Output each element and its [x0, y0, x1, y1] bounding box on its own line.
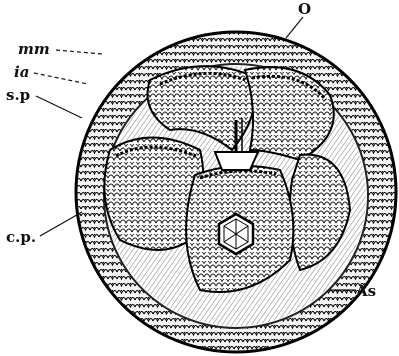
- leader-o: [286, 17, 303, 38]
- label-as: As: [355, 282, 376, 300]
- leader-mm: [56, 50, 102, 54]
- label-mm: mm: [18, 40, 50, 58]
- leader-ia: [34, 73, 88, 84]
- leader-sp: [36, 96, 82, 118]
- label-cp: c.p.: [6, 228, 36, 246]
- label-sp: s.p: [6, 86, 30, 104]
- leader-cp: [40, 212, 82, 236]
- label-o: O: [298, 0, 311, 18]
- label-ia: ia: [14, 63, 29, 81]
- central-plate: [219, 214, 253, 254]
